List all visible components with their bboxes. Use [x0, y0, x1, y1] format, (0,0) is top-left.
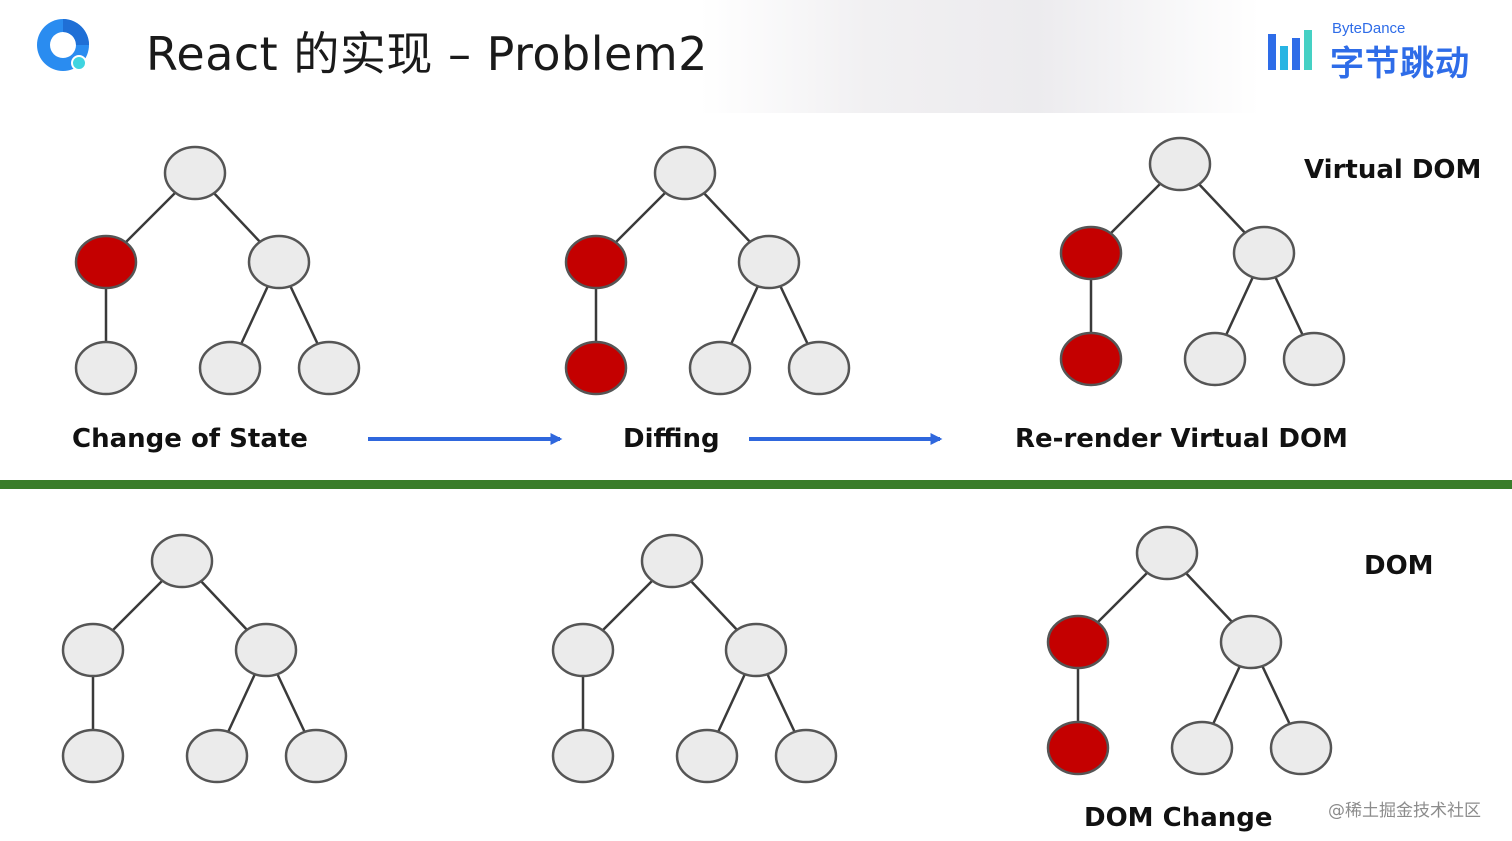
- tree-node: [247, 234, 311, 290]
- tree-node-changed: [1059, 331, 1123, 387]
- tree-node: [551, 622, 615, 678]
- tree-node: [737, 234, 801, 290]
- tree-virtual-dom-diffing: [564, 145, 851, 396]
- tree-node: [724, 622, 788, 678]
- tree-node: [284, 728, 348, 784]
- tree-node: [1232, 225, 1296, 281]
- slide-title: React 的实现 – Problem2: [146, 27, 708, 81]
- tree-node: [787, 340, 851, 396]
- tree-dom-initial: [551, 533, 838, 784]
- section-label-virtual-dom: Virtual DOM: [1304, 155, 1481, 185]
- bytedance-bars-icon: [1268, 30, 1312, 70]
- tree-node: [297, 340, 361, 396]
- tree-node: [653, 145, 717, 201]
- tree-node: [1269, 720, 1333, 776]
- tree-node: [551, 728, 615, 784]
- tree-node: [1148, 136, 1212, 192]
- trees-group: [61, 136, 1346, 784]
- stage-label-dom-change: DOM Change: [1084, 803, 1273, 833]
- tree-virtual-dom-rerender: [1059, 136, 1346, 387]
- tree-node-changed: [1046, 614, 1110, 670]
- stage-label-state-change: Change of State: [72, 424, 308, 454]
- stage-label-diffing: Diffing: [623, 424, 720, 454]
- section-label-dom: DOM: [1364, 551, 1434, 581]
- tree-node-changed: [1059, 225, 1123, 281]
- tree-node: [74, 340, 138, 396]
- brand-name-cn: 字节跳动: [1330, 44, 1470, 84]
- header-illustration: [700, 0, 1260, 113]
- tree-node: [774, 728, 838, 784]
- bytedance-logo: ByteDance 字节跳动: [1266, 20, 1486, 84]
- tree-node: [185, 728, 249, 784]
- tree-virtual-dom-state-change: [74, 145, 361, 396]
- tree-node: [1170, 720, 1234, 776]
- tree-node: [688, 340, 752, 396]
- tree-node: [61, 728, 125, 784]
- tree-dom-initial: [61, 533, 348, 784]
- section-divider: [0, 480, 1512, 489]
- tree-node-changed: [564, 234, 628, 290]
- tree-node: [163, 145, 227, 201]
- tree-node: [61, 622, 125, 678]
- tree-node-changed: [74, 234, 138, 290]
- tree-node: [234, 622, 298, 678]
- tree-node: [1135, 525, 1199, 581]
- stage-label-rerender: Re-render Virtual DOM: [1015, 424, 1348, 454]
- tree-node: [1183, 331, 1247, 387]
- tree-node: [640, 533, 704, 589]
- tree-node: [1219, 614, 1283, 670]
- tree-node: [675, 728, 739, 784]
- tree-node: [198, 340, 262, 396]
- tree-node: [1282, 331, 1346, 387]
- tree-node-changed: [1046, 720, 1110, 776]
- credit-watermark: @稀土掘金技术社区: [1328, 801, 1481, 821]
- tree-node-changed: [564, 340, 628, 396]
- tree-node: [150, 533, 214, 589]
- tree-dom-dom-change: [1046, 525, 1333, 776]
- brand-name-en: ByteDance: [1332, 20, 1406, 37]
- app-logo-icon: [37, 19, 89, 71]
